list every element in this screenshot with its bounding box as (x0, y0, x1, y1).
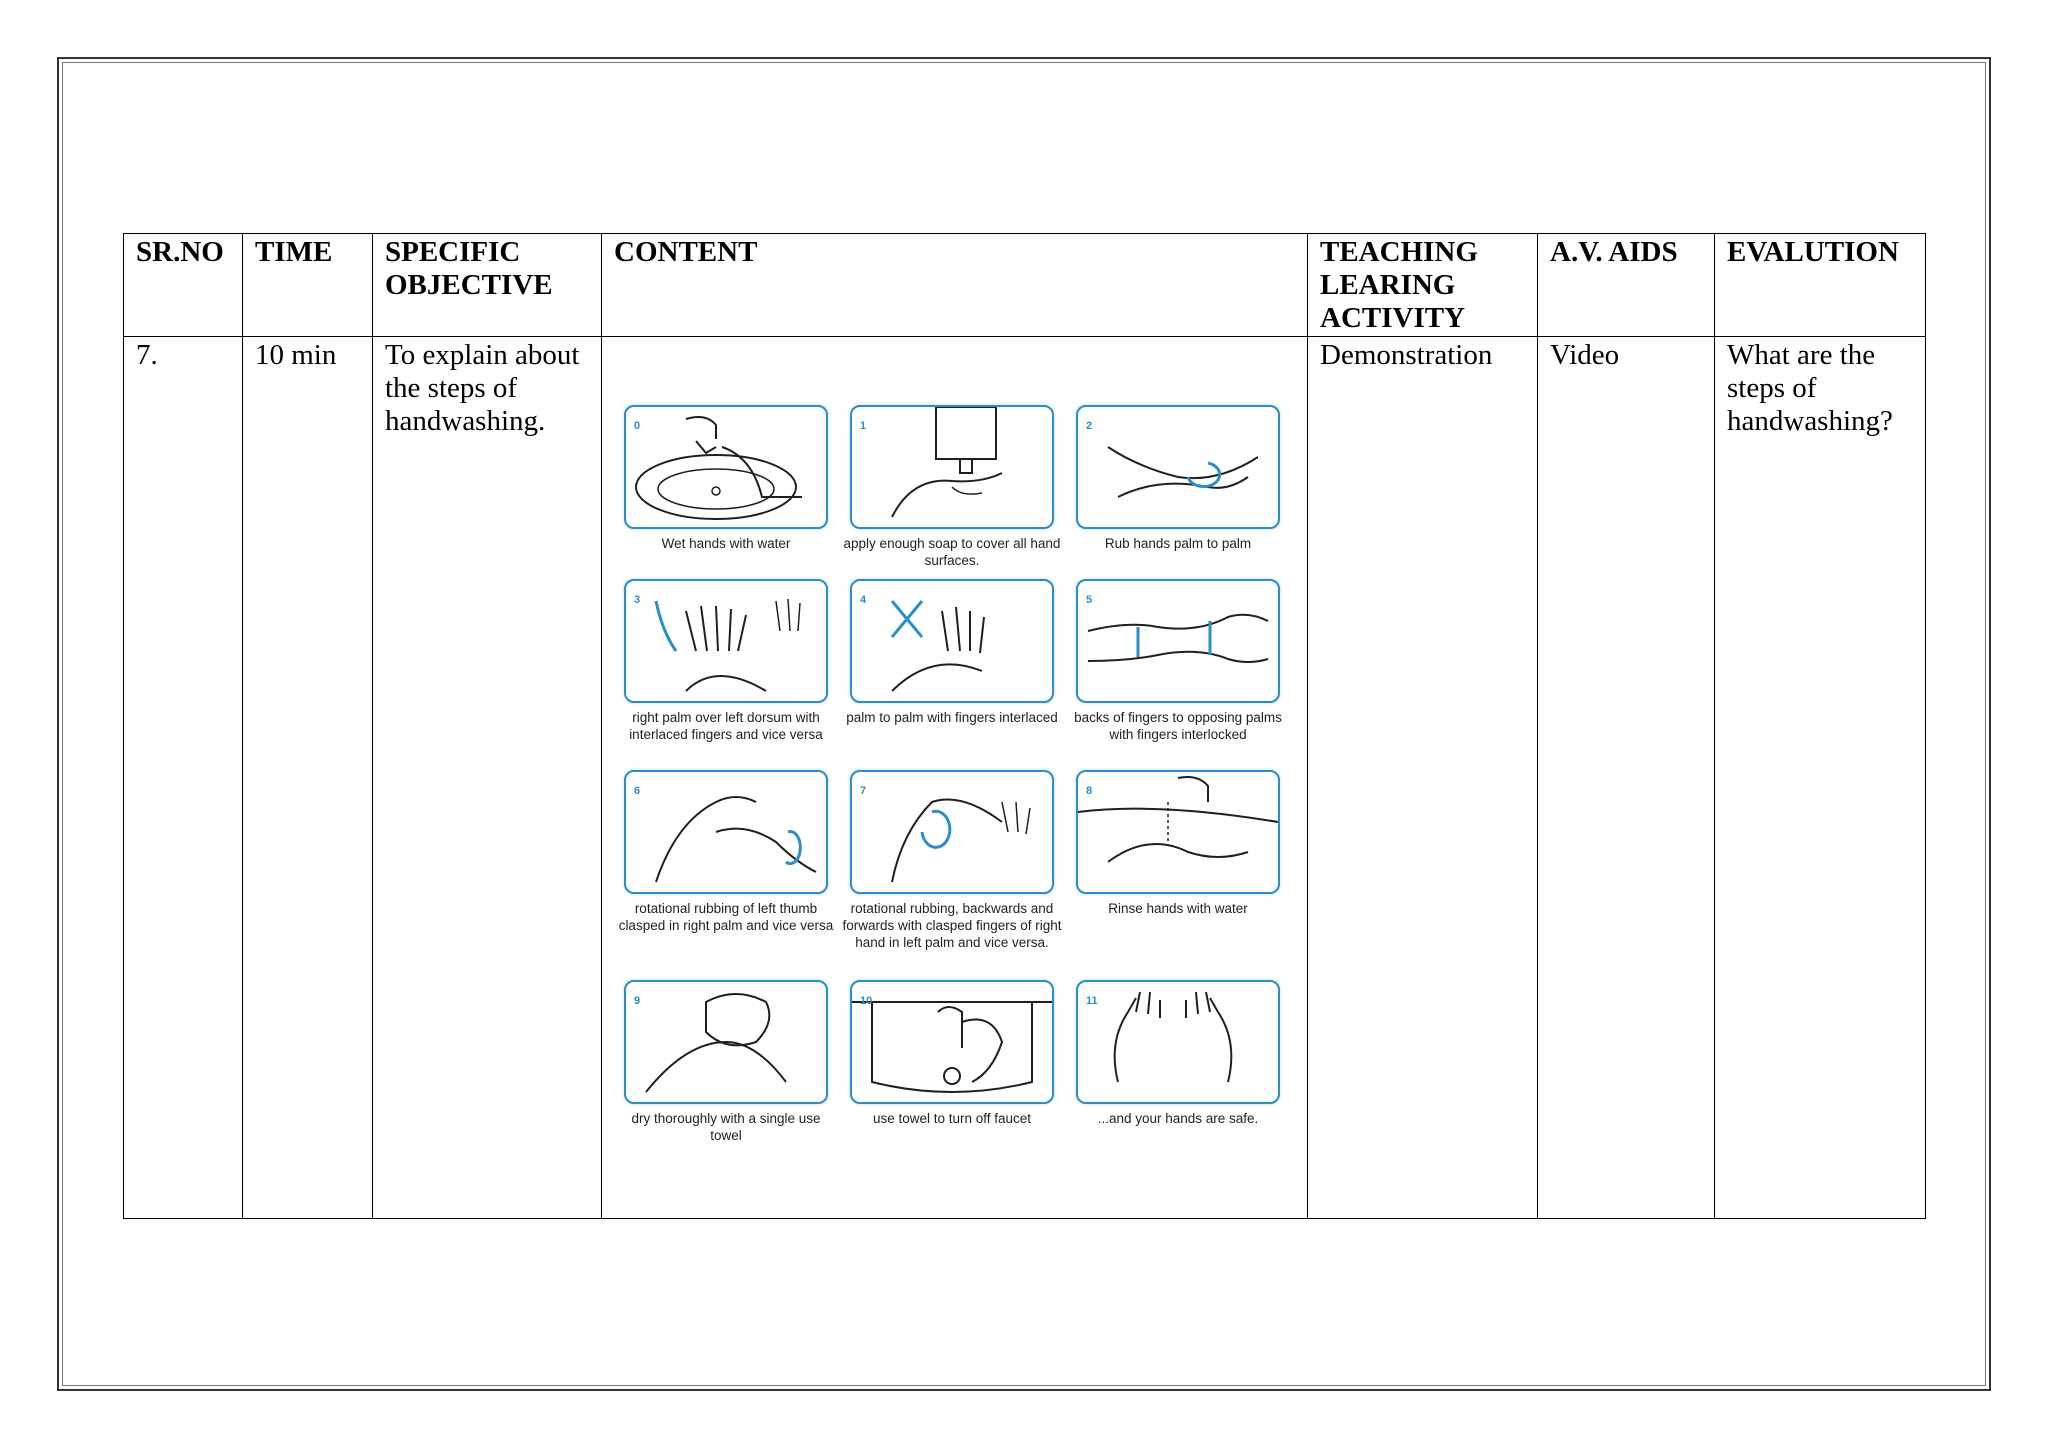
step-number: 7 (860, 785, 867, 797)
step-caption: ...and your hands are safe. (1097, 1111, 1259, 1126)
step-number: 1 (860, 420, 867, 432)
step-caption: rotational rubbing, backwards and forwar… (842, 901, 1062, 950)
header-av-aids: A.V. AIDS (1537, 233, 1715, 337)
step-number: 10 (860, 995, 873, 1007)
step-panel: 0 (624, 405, 828, 529)
step-caption: backs of fingers to opposing palms with … (1074, 710, 1282, 742)
cell-evaluation: What are the steps of handwashing? (1714, 336, 1926, 1219)
header-specific-objective: SPECIFIC OBJECTIVE (372, 233, 602, 337)
step-number: 3 (634, 594, 641, 606)
step-panel: 10 (850, 980, 1054, 1104)
step-caption: apply enough soap to cover all hand surf… (843, 536, 1061, 568)
step-panel: 8 (1076, 770, 1280, 894)
header-teaching-learning-activity: TEACHING LEARING ACTIVITY (1307, 233, 1538, 337)
cell-teaching-learning-activity: Demonstration (1307, 336, 1538, 1219)
step-number: 6 (634, 785, 641, 797)
cell-sr-no: 7. (123, 336, 243, 1219)
step-panel: 3 (624, 579, 828, 703)
step-caption: palm to palm with fingers interlaced (846, 710, 1058, 725)
step-panel: 11 (1076, 980, 1280, 1104)
step-caption: Wet hands with water (661, 536, 791, 551)
header-sr-no: SR.NO (123, 233, 243, 337)
step-caption: Rinse hands with water (1108, 901, 1248, 916)
step-number: 9 (634, 995, 641, 1007)
step-number: 5 (1086, 594, 1093, 606)
step-caption: right palm over left dorsum with interla… (629, 710, 823, 742)
step-caption: Rub hands palm to palm (1104, 536, 1252, 551)
lesson-plan-table: SR.NO TIME SPECIFIC OBJECTIVE CONTENT TE… (123, 233, 1926, 1219)
cell-time: 10 min (242, 336, 373, 1219)
step-caption: dry thoroughly with a single use towel (631, 1111, 821, 1143)
step-panel: 9 (624, 980, 828, 1104)
page-border (57, 57, 1991, 1391)
step-panel: 5 (1076, 579, 1280, 703)
cell-av-aids: Video (1537, 336, 1715, 1219)
cell-specific-objective: To explain about the steps of handwashin… (372, 336, 602, 1219)
step-panel: 1 (850, 405, 1054, 529)
step-number: 2 (1086, 420, 1093, 432)
step-panel: 6 (624, 770, 828, 894)
step-number: 8 (1086, 785, 1093, 797)
header-row: SR.NO TIME SPECIFIC OBJECTIVE CONTENT TE… (123, 233, 1926, 337)
header-evaluation: EVALUTION (1714, 233, 1926, 337)
step-panel: 2 (1076, 405, 1280, 529)
step-number: 4 (860, 594, 867, 606)
step-panel: 7 (850, 770, 1054, 894)
step-caption: rotational rubbing of left thumb clasped… (618, 901, 834, 933)
step-number: 0 (634, 420, 641, 432)
header-content: CONTENT (601, 233, 1308, 337)
header-time: TIME (242, 233, 373, 337)
step-caption: use towel to turn off faucet (872, 1111, 1032, 1126)
step-number: 11 (1086, 995, 1098, 1007)
table-row: 7. 10 min To explain about the steps of … (123, 336, 1926, 1219)
step-panel: 4 (850, 579, 1054, 703)
